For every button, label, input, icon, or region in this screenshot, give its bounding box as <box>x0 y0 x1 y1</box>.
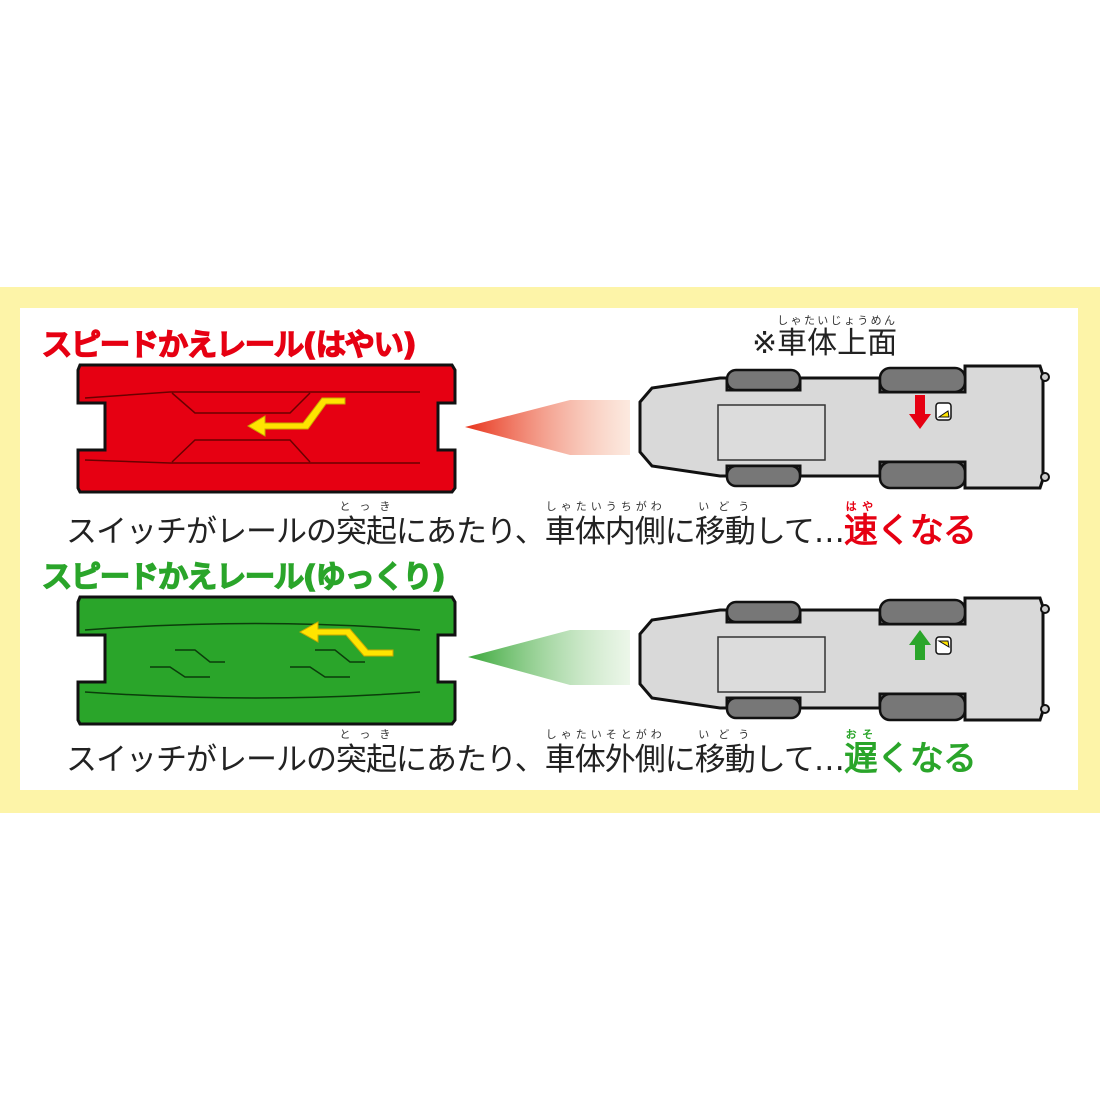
top-view-note: ※車体上面しゃたいじょうめん <box>752 314 897 362</box>
text: スイッチがレールの <box>66 514 337 550</box>
text: くなる <box>876 511 977 551</box>
train-top-view-fast <box>638 364 1051 490</box>
note-mark: ※ <box>752 326 778 361</box>
ruby: いどう <box>694 500 755 513</box>
ruby: しゃたいうちがわ <box>544 500 665 513</box>
slow-rail-title: スピードかえレール(ゆっくり) <box>41 559 446 596</box>
text: 移動 <box>694 514 756 550</box>
text: 速 <box>843 511 878 551</box>
ruby: とっき <box>336 728 396 741</box>
text: 突起 <box>336 742 397 778</box>
ruby: はや <box>843 500 877 513</box>
ruby: いどう <box>694 728 755 741</box>
text: くなる <box>876 739 977 779</box>
fast-motion-arrow <box>465 400 630 455</box>
text: スイッチがレールの <box>66 742 337 778</box>
text: に <box>664 742 696 778</box>
text: に <box>664 514 696 550</box>
slow-motion-arrow <box>468 630 630 685</box>
text: 車体外側 <box>544 742 666 778</box>
ruby: とっき <box>336 500 396 513</box>
note-base: 車体上面 <box>777 326 898 361</box>
text: して… <box>754 742 845 778</box>
text: 車体内側 <box>544 514 666 550</box>
text: 移動 <box>694 742 756 778</box>
switch-arrow-up-icon <box>909 630 931 660</box>
slow-rail <box>76 595 457 726</box>
direction-arrow-yellow <box>247 397 346 437</box>
text: 突起 <box>336 514 397 550</box>
slow-explanation: スイッチがレールの突起とっきにあたり、車体外側しゃたいそとがわに移動いどうして…… <box>66 728 977 780</box>
note-ruby: しゃたいじょうめん <box>777 314 898 327</box>
direction-arrow-yellow <box>298 621 394 657</box>
ruby: しゃたいそとがわ <box>544 728 665 741</box>
ruby: おそ <box>843 728 877 741</box>
train-top-view-slow <box>638 596 1051 722</box>
text: 遅 <box>843 739 878 779</box>
text: にあたり、 <box>396 514 546 550</box>
switch-arrow-down-icon <box>909 395 931 429</box>
slow-result: 遅おそくなる <box>843 728 977 779</box>
fast-explanation: スイッチがレールの突起とっきにあたり、車体内側しゃたいうちがわに移動いどうして…… <box>66 500 977 552</box>
fast-result: 速はやくなる <box>843 500 977 551</box>
fast-rail <box>76 363 457 494</box>
fast-rail-title: スピードかえレール(はやい) <box>41 327 417 364</box>
note-text: 車体上面しゃたいじょうめん <box>777 314 898 361</box>
text: して… <box>754 514 845 550</box>
text: にあたり、 <box>396 742 546 778</box>
